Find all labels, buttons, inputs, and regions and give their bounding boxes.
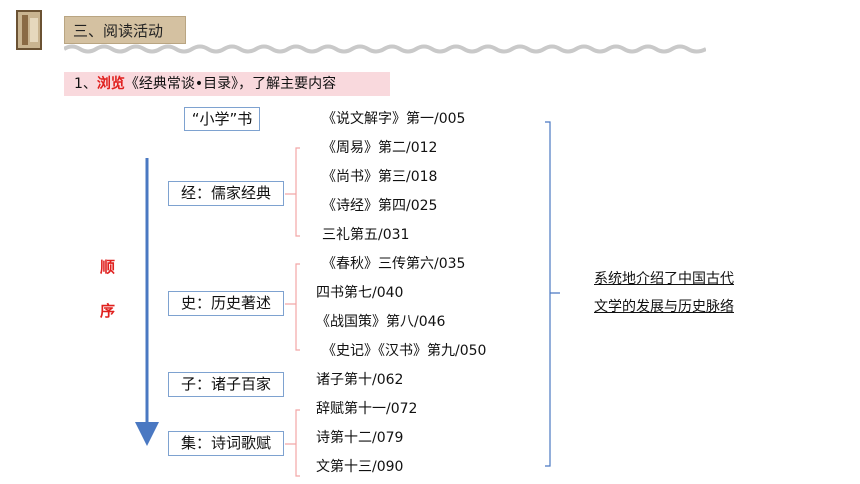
step-text: 《经典常谈•目录》，了解主要内容 [124,76,337,92]
list-item: 四书第七/040 [316,285,404,301]
list-item: 诸子第十/062 [316,372,404,388]
section-title: 三、阅读活动 [64,16,186,44]
list-item: 文第十三/090 [316,459,404,475]
category-shi: 史：历史著述 [168,291,284,316]
book-spine [22,15,28,45]
step-highlight: 浏览 [96,76,125,92]
order-label-char-1: 顺 [100,258,116,276]
list-item: 《尚书》第三/018 [322,169,438,185]
list-item: 三礼第五/031 [322,227,410,243]
step-instruction: 1、浏览《经典常谈•目录》，了解主要内容 [64,72,390,96]
step-prefix: 1、 [74,76,97,92]
list-item: 《诗经》第四/025 [322,198,438,214]
list-item: 《春秋》三传第六/035 [322,256,466,272]
book-label [30,18,38,42]
list-item: 《史记》《汉书》第九/050 [322,343,487,359]
decorative-divider [64,44,706,54]
category-zi: 子：诸子百家 [168,372,284,397]
list-item: 《说文解字》第一/005 [322,111,466,127]
bracket-jing [285,147,300,237]
list-item: 《战国策》第八/046 [316,314,446,330]
bracket-ji [285,409,300,477]
book-cover-image [16,10,42,50]
list-item: 辞赋第十一/072 [316,401,418,417]
bracket-all [545,121,560,467]
order-label-char-2: 序 [100,302,116,320]
category-xiaoxue: “小学”书 [184,107,260,131]
list-item: 诗第十二/079 [316,430,404,446]
category-jing: 经：儒家经典 [168,181,284,206]
list-item: 《周易》第二/012 [322,140,438,156]
bracket-shi [285,263,300,351]
summary-line-2: 文学的发展与历史脉络 [594,299,734,315]
category-ji: 集：诗词歌赋 [168,431,284,456]
summary-line-1: 系统地介绍了中国古代 [594,271,734,287]
